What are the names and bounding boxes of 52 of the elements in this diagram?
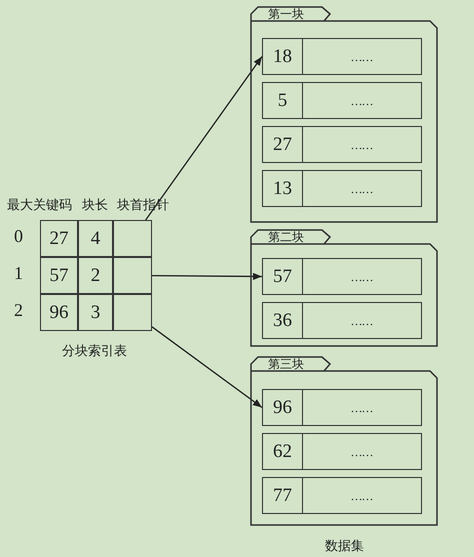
pointer-cell <box>113 220 152 257</box>
row-index: 0 <box>14 228 24 248</box>
record-row <box>262 477 422 514</box>
key-value: 27 <box>273 134 292 154</box>
record-row <box>262 126 422 163</box>
table-caption: 分块索引表 <box>62 343 127 359</box>
arrow <box>152 326 262 408</box>
ellipsis-text: …… <box>350 402 372 414</box>
ellipsis-text: …… <box>350 94 372 106</box>
pointer-cell <box>113 294 152 331</box>
ellipsis-text: …… <box>350 314 372 326</box>
key-value: 62 <box>273 442 292 462</box>
ellipsis-text: …… <box>350 138 372 150</box>
row-index: 1 <box>14 265 24 285</box>
column-header: 块长 <box>82 197 108 213</box>
key-value: 77 <box>273 486 292 506</box>
key-value: 5 <box>278 90 288 110</box>
data-block <box>250 229 438 347</box>
arrow <box>152 272 262 280</box>
ellipsis-text: …… <box>350 490 372 502</box>
record-row <box>262 302 422 339</box>
key-value: 96 <box>273 398 292 418</box>
record-row <box>262 389 422 426</box>
ellipsis-text: …… <box>350 50 372 62</box>
table-value: 27 <box>40 220 78 257</box>
pointer-cell <box>113 257 152 294</box>
block-title: 第一块 <box>268 6 304 22</box>
record-row <box>262 258 422 295</box>
key-value: 57 <box>273 266 292 286</box>
table-value: 57 <box>40 257 78 294</box>
ellipsis-text: …… <box>350 270 372 282</box>
key-value: 36 <box>273 310 292 330</box>
record-row <box>262 433 422 470</box>
table-value: 3 <box>78 294 113 331</box>
block-title: 第二块 <box>268 229 304 245</box>
table-value: 4 <box>78 220 113 257</box>
ellipsis-text: …… <box>350 446 372 458</box>
table-value: 2 <box>78 257 113 294</box>
record-row <box>262 82 422 119</box>
key-value: 13 <box>273 178 292 198</box>
block-title: 第三块 <box>268 356 304 372</box>
key-value: 18 <box>273 46 292 66</box>
table-value: 96 <box>40 294 78 331</box>
record-row <box>262 38 422 75</box>
row-index: 2 <box>14 302 24 322</box>
record-row <box>262 170 422 207</box>
dataset-caption: 数据集 <box>325 538 364 554</box>
ellipsis-text: …… <box>350 182 372 194</box>
data-block <box>250 6 438 223</box>
arrow <box>145 56 263 220</box>
data-block <box>250 356 438 526</box>
column-header: 最大关键码 <box>7 197 72 213</box>
